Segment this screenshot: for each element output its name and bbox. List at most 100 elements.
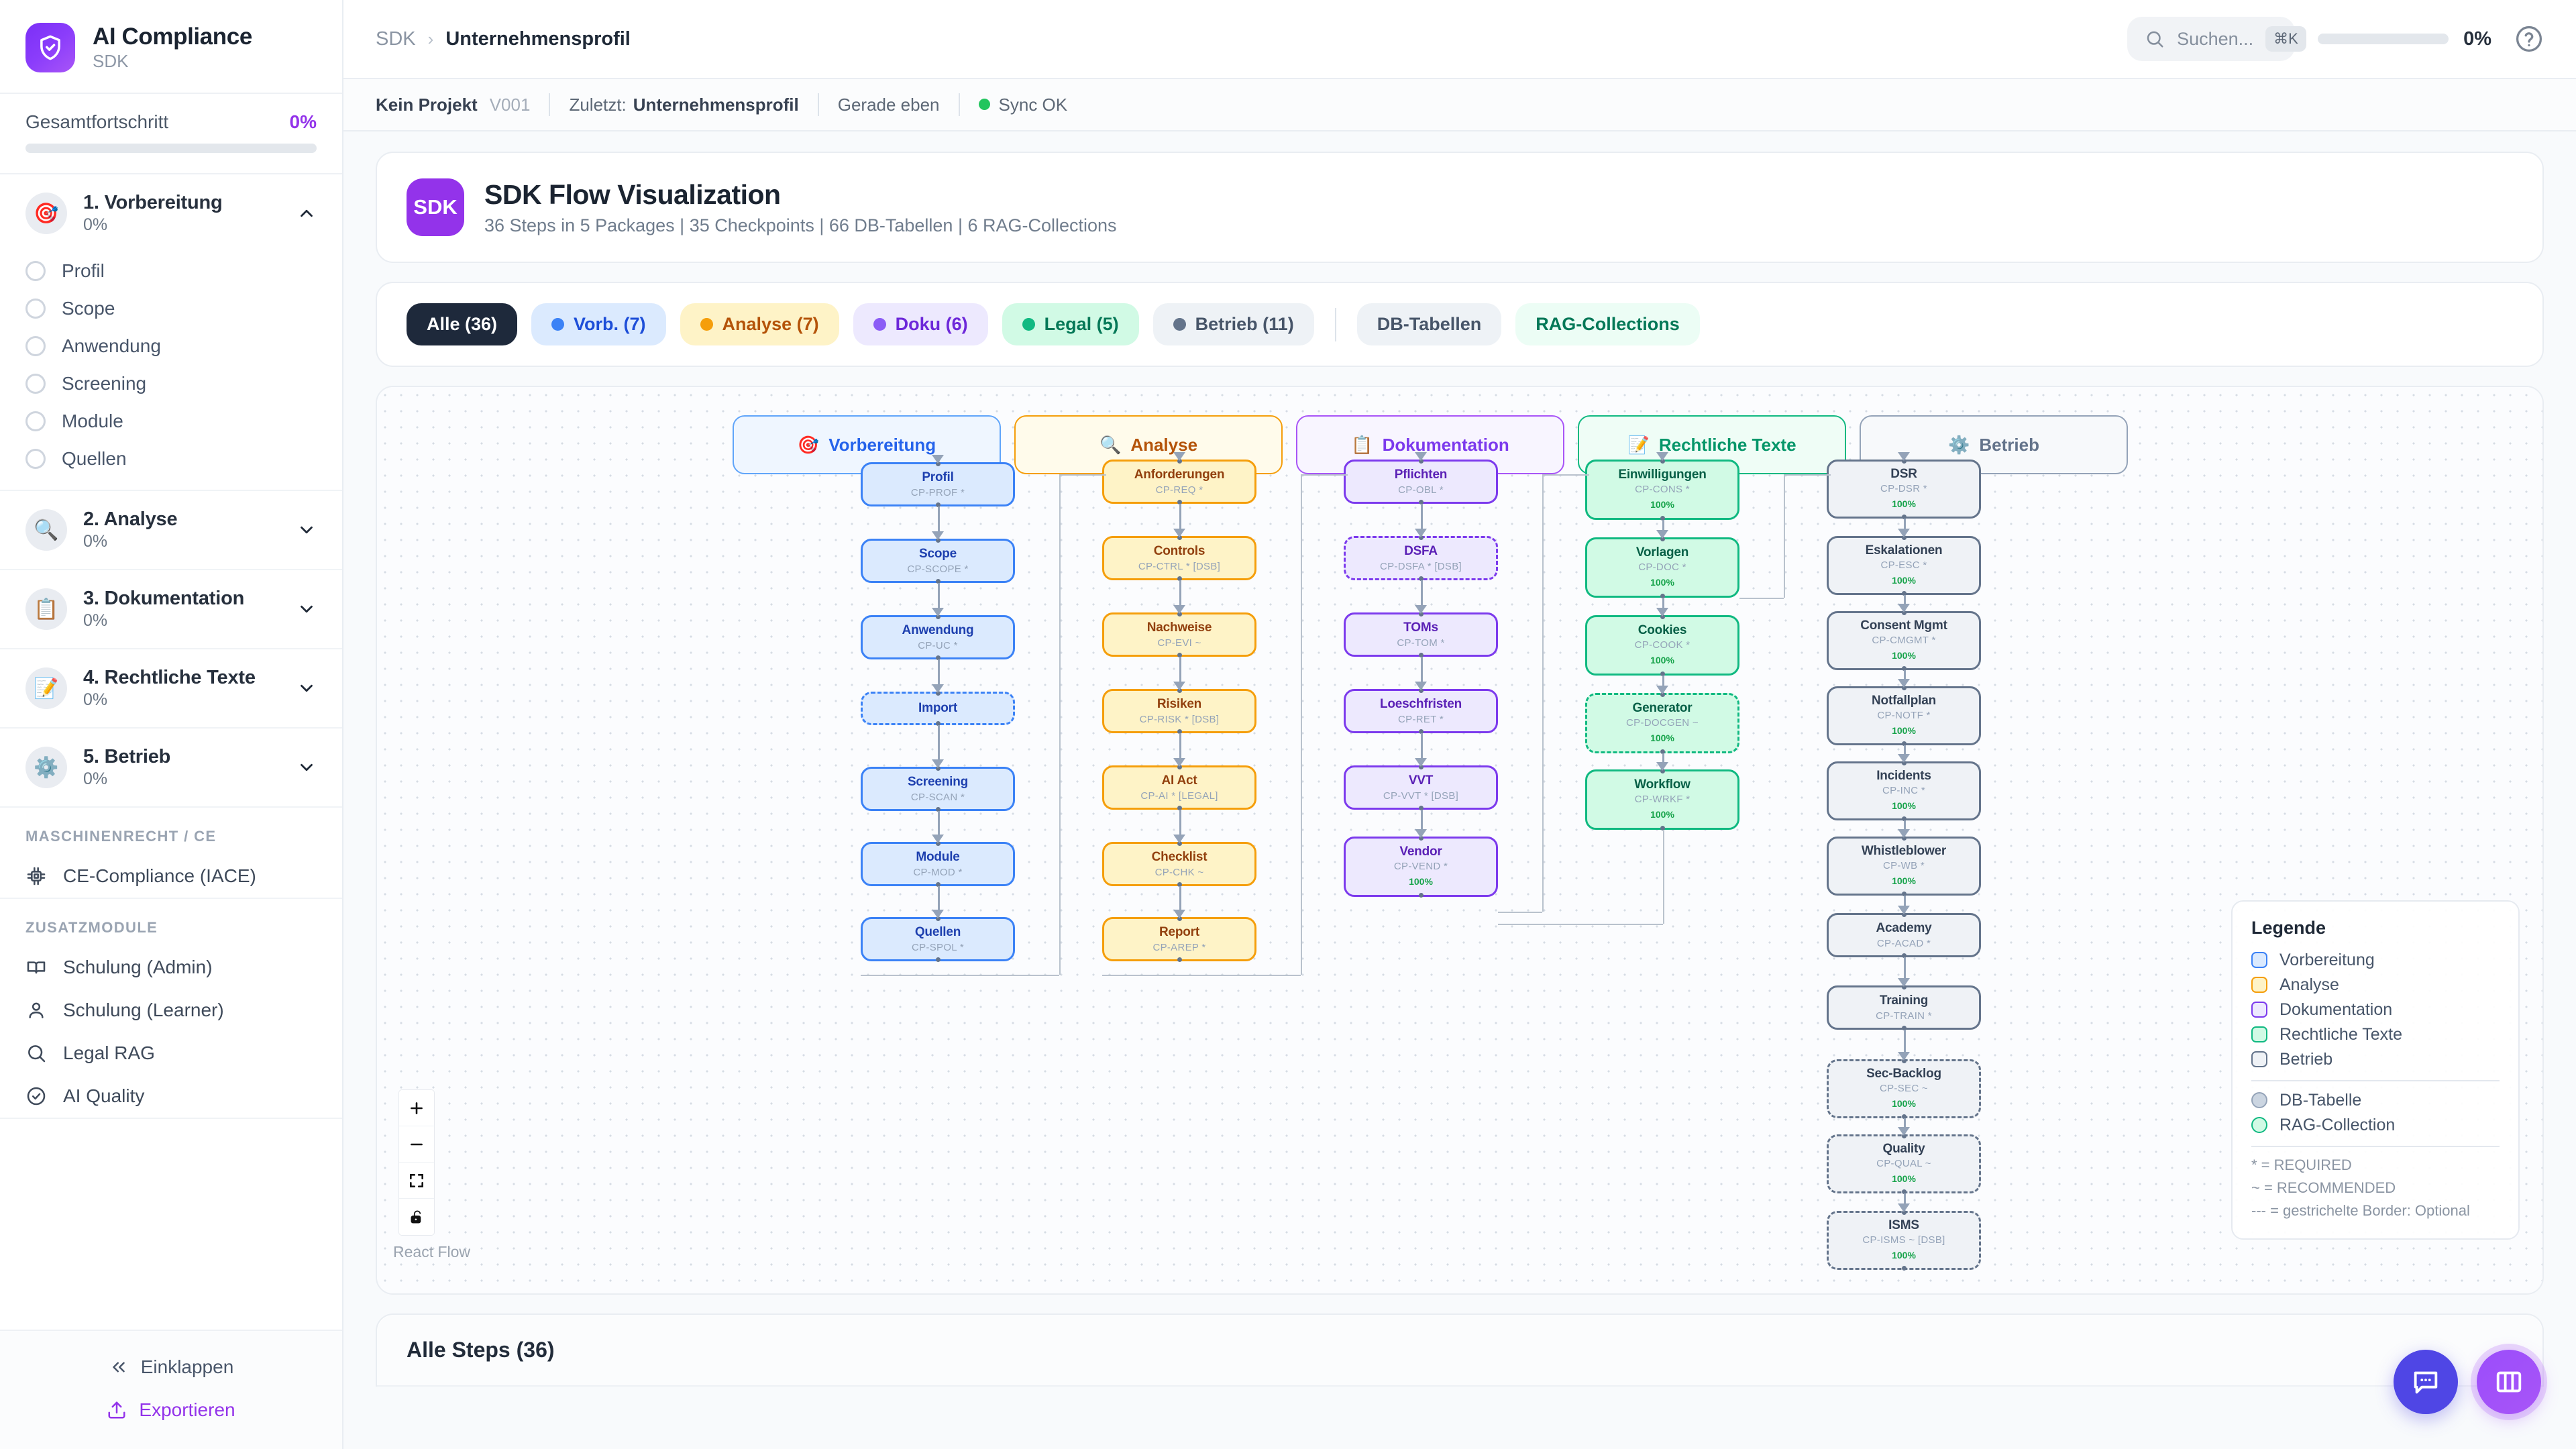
search-input[interactable]: Suchen... ⌘K [2127, 17, 2306, 61]
node-handle-bottom[interactable] [935, 807, 941, 812]
node-handle-top[interactable] [1901, 535, 1907, 541]
node-handle-top[interactable] [935, 538, 941, 543]
node-handle-bottom[interactable] [1901, 1026, 1907, 1031]
sidebar-item-ce-compliance-iace[interactable]: CE-Compliance (IACE) [0, 855, 342, 898]
sidebar-item-schulung-learner[interactable]: Schulung (Learner) [0, 989, 342, 1032]
node-handle-bottom[interactable] [1901, 741, 1907, 747]
filter-chip-doku-6[interactable]: Doku (6) [853, 303, 988, 346]
node-handle-top[interactable] [1901, 912, 1907, 918]
node-handle-bottom[interactable] [1177, 729, 1182, 735]
node-handle-bottom[interactable] [1901, 591, 1907, 596]
chat-fab[interactable] [2394, 1350, 2458, 1414]
node-handle-top[interactable] [1177, 765, 1182, 770]
node-handle-top[interactable] [1901, 459, 1907, 464]
node-handle-bottom[interactable] [935, 655, 941, 661]
export-button[interactable]: Exportieren [0, 1389, 342, 1432]
sidebar-section-header[interactable]: ⚙️ 5. Betrieb 0% [0, 729, 342, 806]
node-handle-bottom[interactable] [1177, 500, 1182, 505]
node-handle-top[interactable] [935, 841, 941, 847]
node-handle-top[interactable] [1660, 614, 1665, 620]
node-handle-bottom[interactable] [1177, 882, 1182, 888]
node-handle-bottom[interactable] [1901, 666, 1907, 672]
node-handle-bottom[interactable] [1418, 806, 1424, 811]
node-handle-bottom[interactable] [1418, 893, 1424, 898]
node-handle-top[interactable] [1660, 692, 1665, 698]
node-handle-bottom[interactable] [1901, 1266, 1907, 1271]
node-handle-bottom[interactable] [935, 957, 941, 963]
node-handle-top[interactable] [1418, 765, 1424, 770]
node-handle-top[interactable] [1177, 459, 1182, 464]
node-handle-bottom[interactable] [1418, 653, 1424, 658]
node-handle-top[interactable] [1901, 761, 1907, 766]
panel-fab[interactable] [2477, 1350, 2541, 1414]
sidebar-item-scope[interactable]: Scope [0, 290, 342, 327]
chevron-up-icon[interactable] [297, 203, 317, 223]
filter-chip-analyse-7[interactable]: Analyse (7) [680, 303, 839, 346]
node-handle-top[interactable] [1177, 841, 1182, 847]
node-handle-bottom[interactable] [1660, 516, 1665, 521]
chevron-down-icon[interactable] [297, 757, 317, 777]
node-handle-top[interactable] [935, 462, 941, 467]
sidebar-item-module[interactable]: Module [0, 402, 342, 440]
node-handle-top[interactable] [1177, 612, 1182, 617]
node-handle-bottom[interactable] [1177, 576, 1182, 582]
node-handle-bottom[interactable] [935, 502, 941, 508]
sidebar-brand[interactable]: AI Compliance SDK [0, 0, 342, 94]
node-handle-top[interactable] [1418, 836, 1424, 841]
sidebar-item-quellen[interactable]: Quellen [0, 440, 342, 478]
sidebar-section-header[interactable]: 📝 4. Rechtliche Texte 0% [0, 649, 342, 727]
question-circle-icon[interactable] [2514, 24, 2544, 54]
sidebar-item-ai-quality[interactable]: AI Quality [0, 1075, 342, 1118]
chevron-down-icon[interactable] [297, 520, 317, 540]
node-handle-top[interactable] [935, 691, 941, 696]
node-handle-bottom[interactable] [1660, 749, 1665, 755]
collapse-sidebar-button[interactable]: Einklappen [0, 1346, 342, 1389]
sidebar-item-legal-rag[interactable]: Legal RAG [0, 1032, 342, 1075]
sidebar-section-header[interactable]: 📋 3. Dokumentation 0% [0, 570, 342, 648]
node-handle-top[interactable] [1901, 610, 1907, 616]
lock-toggle-button[interactable] [399, 1199, 434, 1235]
flow-node-import[interactable]: Import [861, 691, 1015, 727]
node-handle-top[interactable] [1177, 916, 1182, 922]
node-handle-top[interactable] [1901, 985, 1907, 990]
node-handle-bottom[interactable] [1418, 576, 1424, 582]
node-handle-top[interactable] [1901, 1210, 1907, 1216]
sidebar-section-header[interactable]: 🔍 2. Analyse 0% [0, 491, 342, 569]
node-handle-top[interactable] [935, 916, 941, 922]
zoom-in-button[interactable] [399, 1090, 434, 1127]
node-handle-bottom[interactable] [1177, 653, 1182, 658]
node-handle-bottom[interactable] [1660, 826, 1665, 831]
node-handle-bottom[interactable] [1177, 806, 1182, 811]
node-handle-top[interactable] [1660, 537, 1665, 542]
node-handle-top[interactable] [1901, 836, 1907, 841]
sidebar-item-schulung-admin[interactable]: Schulung (Admin) [0, 946, 342, 989]
sidebar-item-anwendung[interactable]: Anwendung [0, 327, 342, 365]
flow-canvas[interactable]: 🎯 Vorbereitung🔍 Analyse📋 Dokumentation📝 … [377, 387, 2542, 1294]
chevron-down-icon[interactable] [297, 678, 317, 698]
